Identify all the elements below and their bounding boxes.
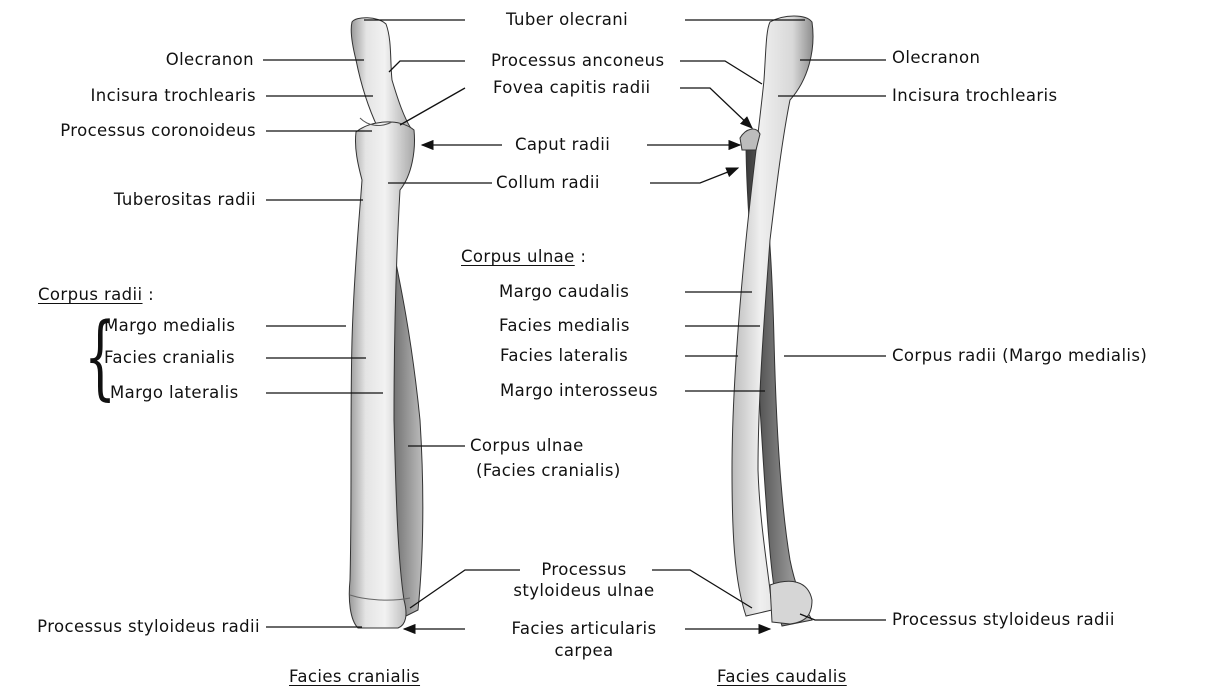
label-processus-styloideus-radii-left: Processus styloideus radii: [37, 617, 260, 637]
corpus-radii-heading: Corpus radii :: [38, 285, 154, 305]
corpus-ulnae-heading-text: Corpus ulnae: [461, 247, 575, 266]
label-incisura-trochlearis-right: Incisura trochlearis: [892, 86, 1058, 106]
label-facies-articularis-line2: carpea: [478, 641, 690, 661]
label-facies-lateralis: Facies lateralis: [500, 346, 628, 366]
label-processus-coronoideus: Processus coronoideus: [60, 121, 256, 141]
right-view-title: Facies caudalis: [717, 667, 847, 687]
label-collum-radii: Collum radii: [496, 173, 600, 193]
label-margo-medialis: Margo medialis: [104, 316, 235, 336]
left-bone: [349, 18, 423, 628]
label-olecranon-left: Olecranon: [166, 50, 254, 70]
label-margo-lateralis: Margo lateralis: [110, 383, 239, 403]
label-facies-cranialis: Facies cranialis: [104, 348, 235, 368]
label-processus-styloideus-ulnae-line2: styloideus ulnae: [478, 581, 690, 601]
corpus-radii-colon: :: [148, 285, 154, 304]
left-view-title: Facies cranialis: [289, 667, 420, 687]
corpus-ulnae-colon: :: [580, 247, 586, 266]
label-corpus-ulnae-facies-line1: Corpus ulnae: [470, 436, 584, 456]
label-margo-caudalis: Margo caudalis: [499, 282, 629, 302]
label-caput-radii: Caput radii: [515, 135, 610, 155]
label-corpus-ulnae-facies-line2: (Facies cranialis): [476, 461, 621, 481]
label-tuberositas-radii: Tuberositas radii: [114, 190, 256, 210]
label-fovea-capitis-radii: Fovea capitis radii: [493, 78, 651, 98]
label-corpus-radii-margo-medialis: Corpus radii (Margo medialis): [892, 346, 1147, 366]
label-facies-articularis-line1: Facies articularis: [478, 619, 690, 639]
label-processus-styloideus-radii-right: Processus styloideus radii: [892, 610, 1115, 630]
label-olecranon-right: Olecranon: [892, 48, 980, 68]
corpus-radii-heading-text: Corpus radii: [38, 285, 143, 304]
right-bone: [732, 16, 813, 626]
label-margo-interosseus: Margo interosseus: [500, 381, 658, 401]
label-incisura-trochlearis-left: Incisura trochlearis: [91, 86, 257, 106]
label-processus-styloideus-ulnae-line1: Processus: [478, 560, 690, 580]
label-processus-anconeus: Processus anconeus: [491, 51, 665, 71]
corpus-ulnae-heading: Corpus ulnae :: [461, 247, 586, 267]
label-facies-medialis: Facies medialis: [499, 316, 630, 336]
label-tuber-olecrani: Tuber olecrani: [506, 10, 628, 30]
